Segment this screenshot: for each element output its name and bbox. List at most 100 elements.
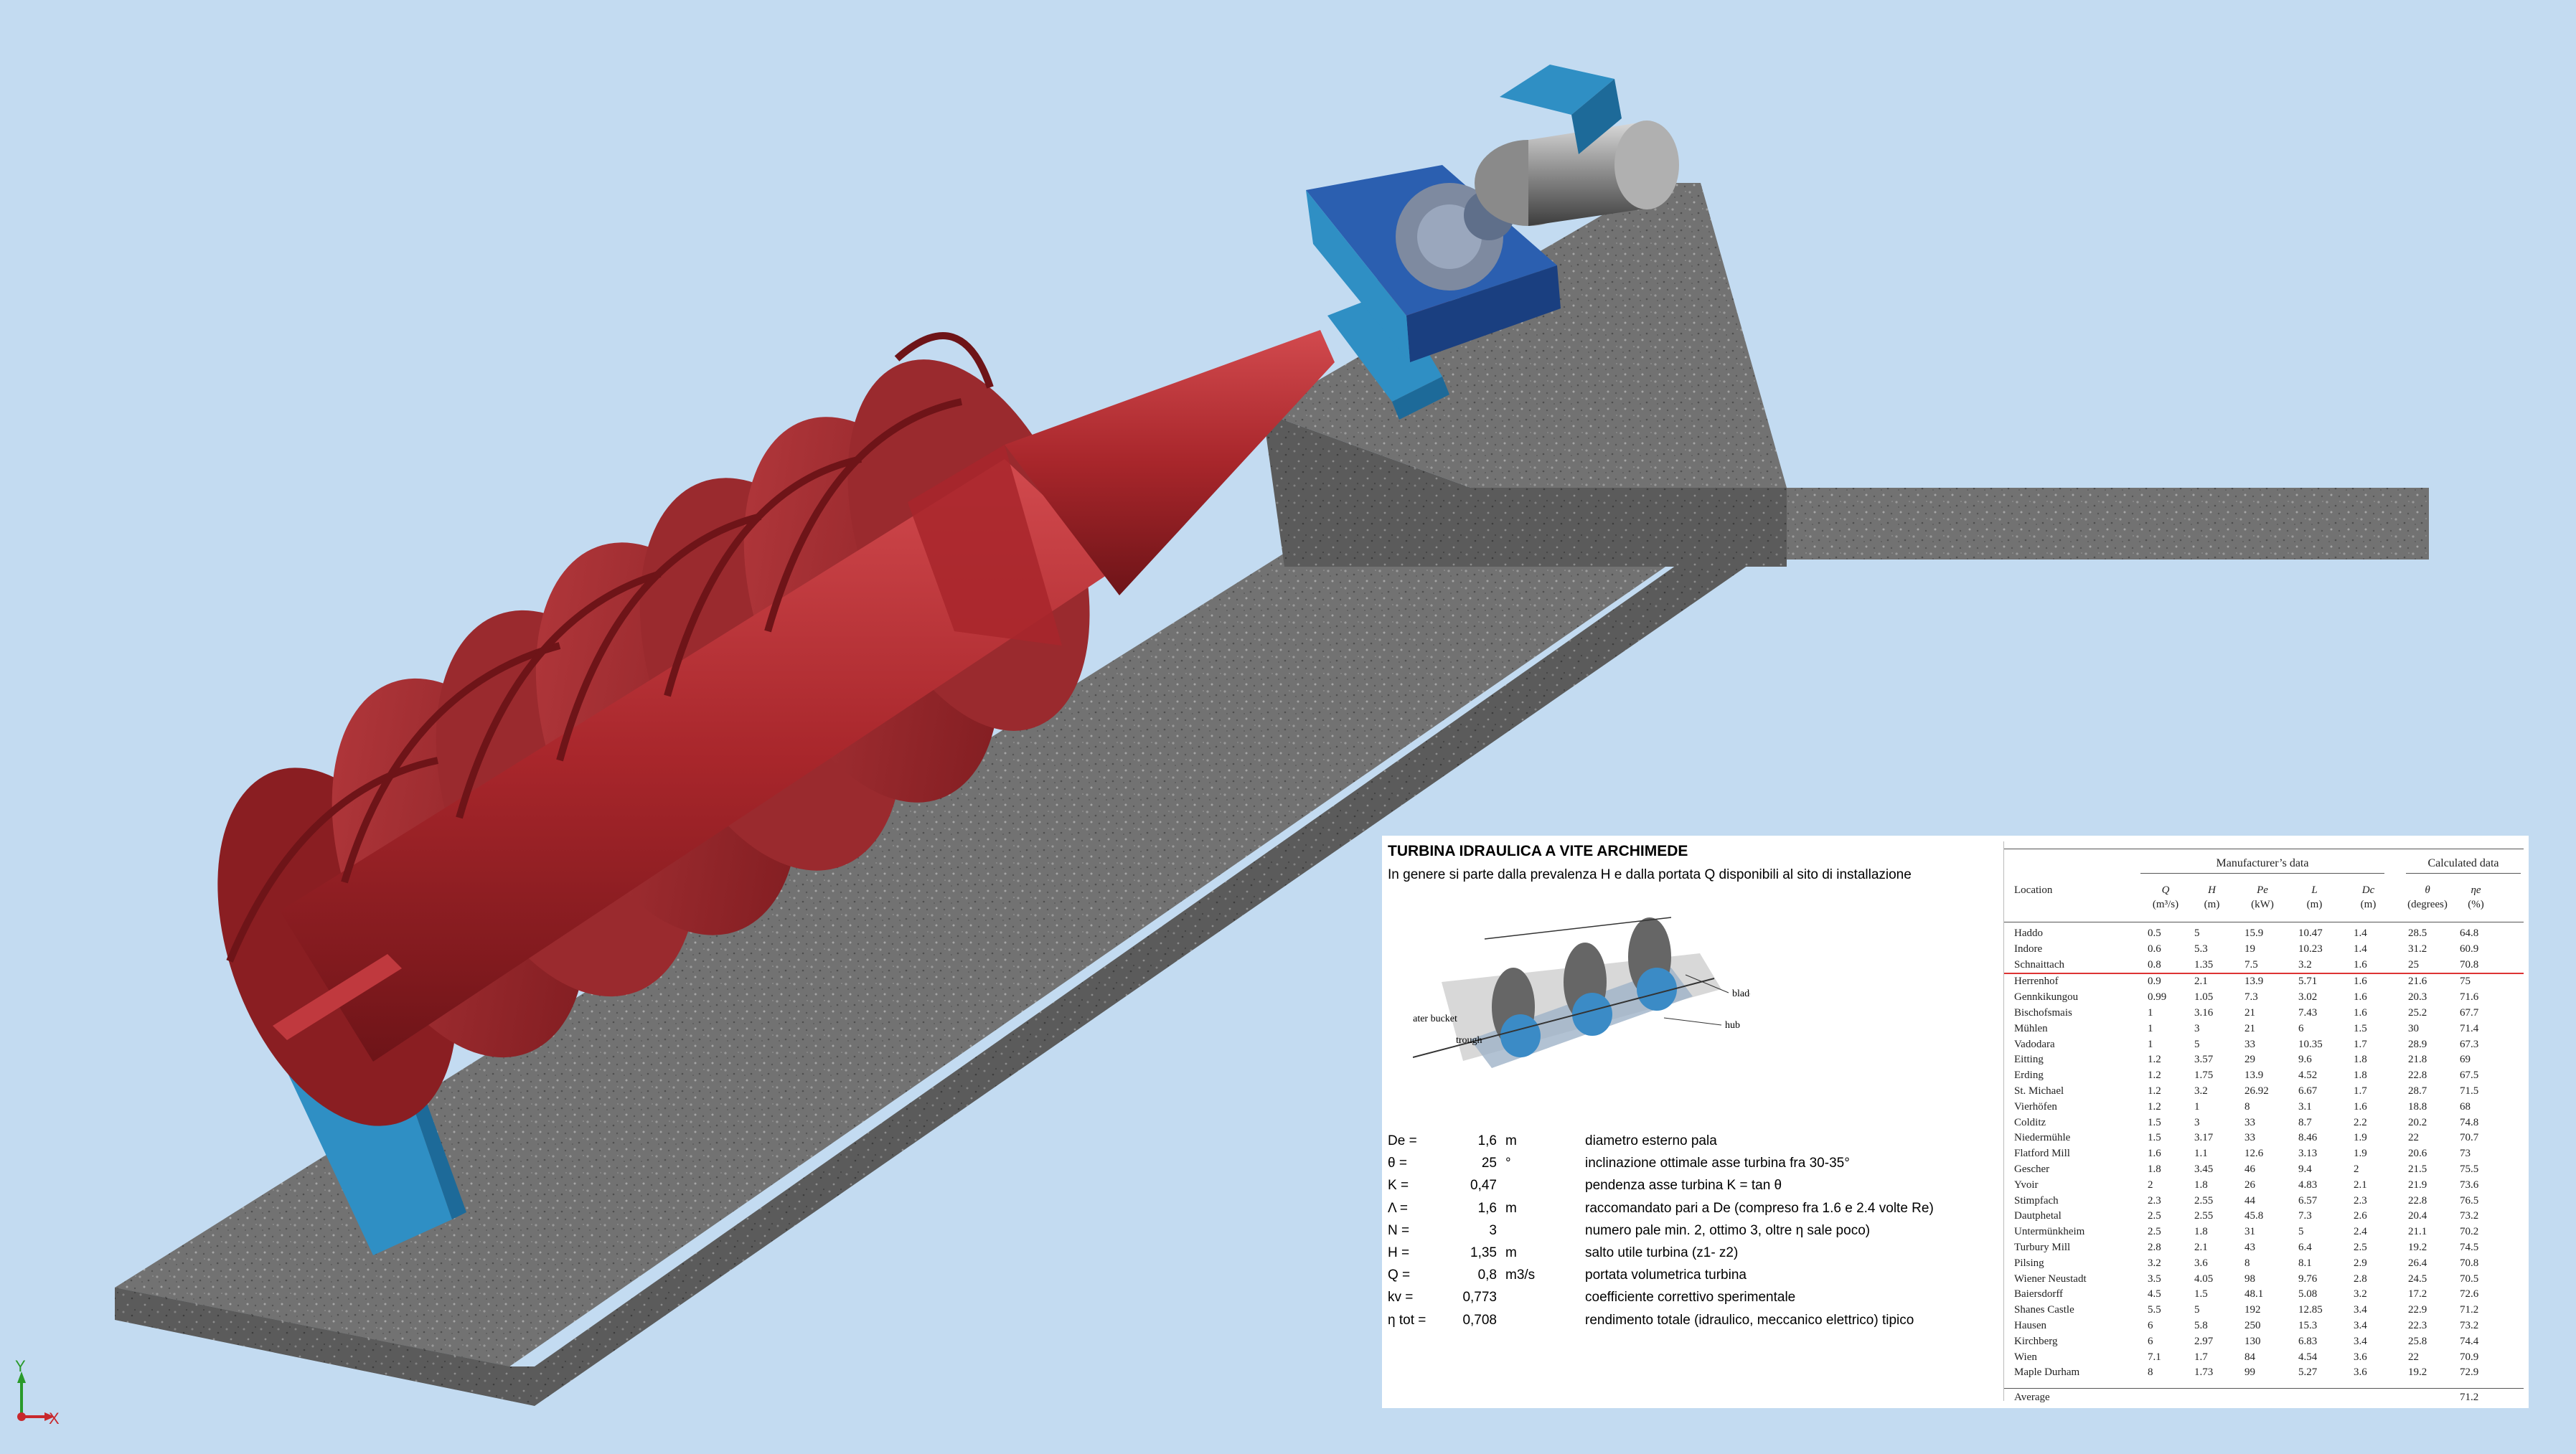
table-cell: 74.4 [2460, 1335, 2479, 1347]
table-cell: Eitting [2014, 1054, 2044, 1066]
table-cell: 2.4 [2354, 1226, 2367, 1238]
table-cell: 26 [2244, 1179, 2255, 1191]
table-cell: 9.76 [2298, 1273, 2318, 1285]
parameter-name: Q = [1388, 1267, 1411, 1283]
parameter-name: De = [1388, 1133, 1417, 1148]
table-cell: 2.55 [2194, 1194, 2214, 1207]
table-cell: 3.4 [2354, 1319, 2367, 1331]
table-cell: 12.6 [2244, 1148, 2264, 1160]
table-cell: 25 [2408, 958, 2419, 971]
axis-indicator: Y X [15, 1357, 60, 1427]
table-cell: 17.2 [2408, 1288, 2427, 1300]
table-cell: Mühlen [2014, 1022, 2048, 1034]
table-cell: 1.8 [2194, 1226, 2208, 1238]
group-header-calculated: Calculated data [2427, 857, 2499, 869]
parameter-name: K = [1388, 1178, 1409, 1194]
table-cell: Stimpfach [2014, 1194, 2059, 1207]
table-cell: 21 [2244, 1006, 2255, 1019]
table-cell: 3 [2194, 1022, 2200, 1034]
column-header-label: Dc [2361, 884, 2375, 896]
table-cell: 1.4 [2354, 943, 2367, 955]
panel-title: TURBINA IDRAULICA A VITE ARCHIMEDE [1388, 843, 1688, 859]
parameter-value: 1,6 [1477, 1133, 1497, 1148]
table-cell: 70.7 [2460, 1132, 2479, 1144]
table-cell: 3.6 [2354, 1351, 2367, 1363]
gearbox [1306, 165, 1561, 362]
table-cell: 29 [2244, 1054, 2255, 1066]
diagram-label-water-bucket: water bucket [1413, 1014, 1457, 1024]
parameter-value: 1,6 [1477, 1200, 1497, 1216]
table-cell: 13.9 [2244, 1070, 2264, 1082]
column-header-label: Pe [2257, 884, 2268, 896]
table-cell: 98 [2244, 1273, 2255, 1285]
column-header-label: Location [2014, 884, 2053, 896]
table-cell: 20.3 [2408, 991, 2427, 1004]
table-cell: 24.5 [2408, 1273, 2427, 1285]
table-cell: 21.9 [2408, 1179, 2427, 1191]
column-header-unit: (m³/s) [2152, 899, 2179, 910]
table-cell: 1.1 [2194, 1148, 2208, 1160]
column-header: ηe(%) [2456, 883, 2496, 912]
parameter-description: diametro esterno pala [1585, 1133, 1717, 1148]
parameter-name: H = [1388, 1245, 1410, 1260]
table-cell: 1.9 [2354, 1148, 2367, 1160]
table-cell: 6 [2148, 1335, 2153, 1347]
parameter-unit: m [1505, 1245, 1517, 1260]
table-cell: 25.8 [2408, 1335, 2427, 1347]
table-cell: 70.2 [2460, 1226, 2479, 1238]
table-cell: 5.5 [2148, 1304, 2161, 1316]
table-cell: 73 [2460, 1148, 2471, 1160]
table-cell: St. Michael [2014, 1085, 2064, 1097]
table-cell: 2.1 [2194, 976, 2208, 988]
table-cell: Yvoir [2014, 1179, 2039, 1191]
table-cell: 6 [2148, 1319, 2153, 1331]
column-header-label: θ [2425, 884, 2430, 896]
table-cell: 1 [2194, 1100, 2200, 1113]
table-cell: 28.9 [2408, 1038, 2427, 1050]
column-header: Dc (m) [2349, 883, 2388, 912]
table-cell: Gescher [2014, 1163, 2050, 1175]
table-cell: 12.85 [2298, 1304, 2323, 1316]
table-cell: 1.8 [2194, 1179, 2208, 1191]
table-cell: Gennkikungou [2014, 991, 2079, 1004]
table-cell: Indore [2014, 943, 2043, 955]
table-cell: 1.73 [2194, 1366, 2214, 1379]
table-cell: Schnaittach [2014, 958, 2064, 971]
table-cell: 74.8 [2460, 1116, 2479, 1128]
table-cell: 1.75 [2194, 1070, 2214, 1082]
table-cell: 4.54 [2298, 1351, 2318, 1363]
parameter-list: De = 1,6 m diametro esterno pala θ =25°incli… [1388, 1130, 2005, 1331]
table-cell: 1.6 [2354, 958, 2367, 971]
parameter-row: θ =25°inclinazione ottimale asse turbina… [1388, 1152, 2005, 1174]
diagram-label-hub: hub [1725, 1020, 1740, 1031]
table-cell: 74.5 [2460, 1241, 2479, 1253]
table-cell: 28.7 [2408, 1085, 2427, 1097]
table-cell: 70.8 [2460, 958, 2479, 971]
table-cell: 25.2 [2408, 1006, 2427, 1019]
table-cell: Kirchberg [2014, 1335, 2058, 1347]
table-cell: 5 [2194, 927, 2200, 939]
column-header-unit: (m) [2360, 899, 2377, 910]
column-header-unit: (kW) [2251, 899, 2274, 910]
table-cell: 15.3 [2298, 1319, 2318, 1331]
table-cell: 5 [2194, 1038, 2200, 1050]
column-header-unit: (%) [2468, 899, 2484, 910]
table-cell: 5.27 [2298, 1366, 2318, 1379]
table-cell: 8.7 [2298, 1116, 2312, 1128]
upper-bearing-support [1327, 291, 1449, 420]
table-cell: 1.5 [2148, 1116, 2161, 1128]
generator-motor [1475, 65, 1679, 226]
table-cell: 0.9 [2148, 976, 2161, 988]
table-cell: 192 [2244, 1304, 2261, 1316]
